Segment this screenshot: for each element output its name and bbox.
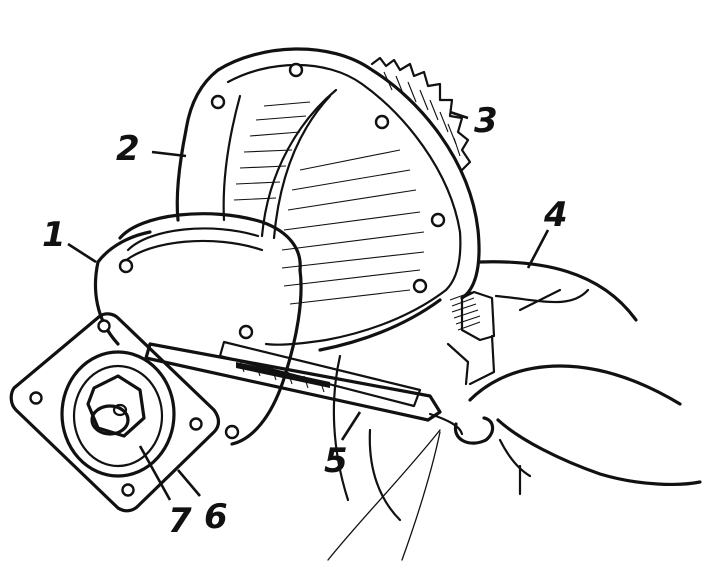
- pinion-nut: [86, 374, 146, 438]
- callout-5: 5: [324, 441, 348, 481]
- support-lines: [327, 354, 441, 561]
- vise-block: [446, 260, 638, 386]
- housing-body: [175, 88, 448, 352]
- callout-4: 4: [543, 195, 568, 235]
- spring-balance: [144, 340, 464, 436]
- hook-and-hand: [453, 364, 702, 496]
- callout-2: 2: [116, 129, 140, 169]
- callout-3: 3: [474, 101, 498, 141]
- ring-gear: [370, 56, 472, 172]
- bearing-cage-collar: [93, 212, 303, 446]
- callout-7: 7: [168, 501, 192, 541]
- leader-lines: [67, 110, 550, 501]
- callout-6: 6: [204, 497, 228, 537]
- callout-1: 1: [42, 215, 66, 255]
- housing-flange: [184, 47, 481, 300]
- pinion-flange-plate: [9, 312, 221, 513]
